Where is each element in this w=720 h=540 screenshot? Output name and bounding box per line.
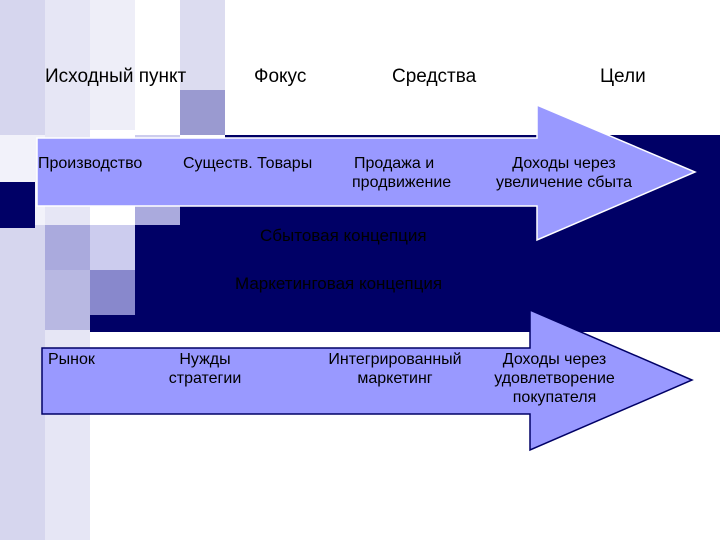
decor-square [90, 270, 135, 315]
navy-band [135, 225, 720, 270]
sales-goal-line: Доходы через [512, 155, 616, 172]
sales-focus: Существ. Товары [183, 155, 313, 172]
marketing-focus-line: Нужды [179, 351, 231, 368]
decor-square [0, 0, 45, 540]
marketing-concept-label: Маркетинговая концепция [235, 274, 443, 293]
sales-means: Продажа и продвижение [352, 154, 470, 192]
sales-arrow [36, 103, 697, 242]
header-focus: Фокус [254, 66, 307, 87]
sales-concept-label: Сбытовая концепция [260, 226, 427, 245]
decor-square [90, 225, 135, 270]
decor-square [45, 225, 90, 270]
marketing-start: Рынок [48, 351, 95, 368]
marketing-means-line: маркетинг [357, 370, 433, 387]
sales-goal-line: увеличение сбыта [495, 174, 633, 191]
decor-square [180, 90, 225, 135]
header-means: Средства [392, 66, 477, 87]
marketing-arrow [41, 308, 694, 452]
marketing-goal: Доходы через удовлетворение покупателя [482, 350, 627, 407]
header-goals: Цели [600, 66, 646, 87]
sales-goal: Доходы через увеличение сбыта [492, 154, 636, 192]
marketing-focus: Нужды стратегии [155, 350, 255, 388]
sales-start: Производство [38, 155, 143, 172]
marketing-goal-line: удовлетворение [494, 370, 615, 387]
navy-band [0, 182, 35, 228]
marketing-goal-line: покупателя [512, 389, 597, 406]
header-start-point: Исходный пункт [45, 66, 187, 87]
decor-square [90, 0, 135, 130]
sales-means-line: Продажа и [354, 155, 435, 172]
decor-square [180, 0, 225, 90]
marketing-goal-line: Доходы через [502, 351, 607, 368]
sales-means-line: продвижение [352, 174, 452, 191]
marketing-means: Интегрированный маркетинг [312, 350, 478, 388]
decor-square [45, 270, 90, 330]
marketing-means-line: Интегрированный [328, 351, 462, 368]
marketing-focus-line: стратегии [168, 370, 242, 387]
